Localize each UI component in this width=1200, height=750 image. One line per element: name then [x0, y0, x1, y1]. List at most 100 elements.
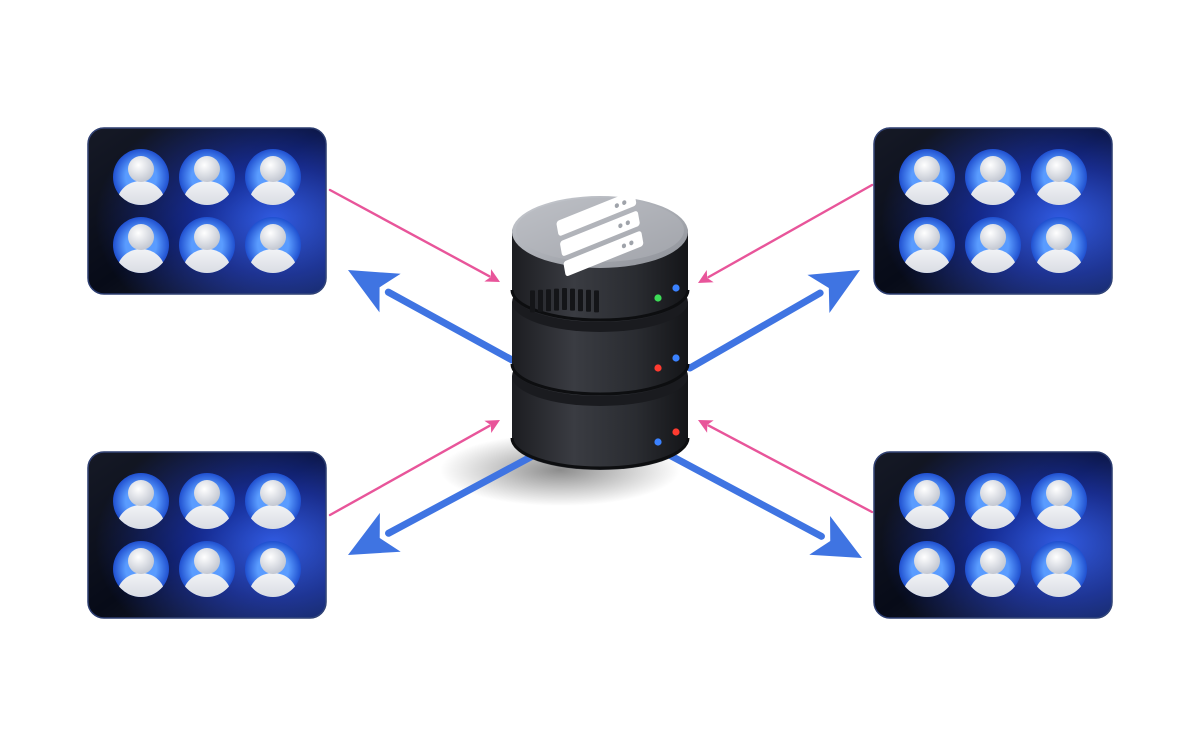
user-head — [1046, 480, 1072, 506]
response-arrow-bottom-left-shaft — [385, 448, 544, 537]
request-arrow-top-right-shaft — [707, 183, 874, 279]
user-figure — [183, 548, 231, 597]
user-head — [194, 156, 220, 182]
response-arrow-top-left — [348, 270, 516, 364]
user-head — [128, 480, 154, 506]
user-head — [980, 548, 1006, 574]
user-body — [249, 181, 297, 205]
response-arrow-top-left-head — [348, 270, 401, 313]
rack-dot — [618, 223, 623, 229]
rack-dot — [625, 220, 630, 226]
user-figure — [117, 224, 165, 273]
user-head — [194, 224, 220, 250]
user-figure — [903, 548, 951, 597]
request-arrow-top-left — [328, 188, 500, 282]
user-icon — [899, 541, 955, 597]
user-icon — [179, 541, 235, 597]
server-rack-icon — [556, 190, 644, 276]
vent-slot — [594, 290, 599, 313]
server-tier-seam — [510, 437, 690, 470]
request-arrow-bottom-right-shaft — [707, 424, 874, 514]
user-figure — [117, 548, 165, 597]
user-icon — [1031, 217, 1087, 273]
user-figure — [903, 224, 951, 273]
status-led-blue — [672, 284, 680, 292]
user-icon — [899, 149, 955, 205]
response-arrow-top-left-shaft — [384, 288, 516, 364]
user-body — [249, 505, 297, 529]
response-arrow-bottom-right-head — [809, 515, 862, 558]
user-figure — [903, 480, 951, 529]
user-icon — [179, 217, 235, 273]
user-figure — [117, 156, 165, 205]
vent-slot — [530, 290, 535, 313]
user-head — [260, 548, 286, 574]
vent-slots — [530, 288, 599, 313]
request-arrow-top-right — [698, 183, 874, 283]
request-arrow-top-right-head — [698, 270, 714, 283]
user-head — [914, 480, 940, 506]
user-icon — [1031, 149, 1087, 205]
user-head — [194, 480, 220, 506]
user-icon — [245, 217, 301, 273]
vent-slot — [538, 289, 543, 312]
request-arrow-bottom-right-head — [698, 420, 714, 433]
user-body — [969, 573, 1017, 597]
user-body — [903, 249, 951, 273]
user-figure — [969, 480, 1017, 529]
user-head — [914, 224, 940, 250]
server-tier-seam — [510, 363, 690, 396]
user-icon — [245, 473, 301, 529]
user-figure — [117, 480, 165, 529]
user-body — [183, 573, 231, 597]
status-led-red — [654, 364, 662, 372]
user-figure — [249, 156, 297, 205]
status-led-green — [654, 294, 662, 302]
user-body — [117, 505, 165, 529]
user-body — [249, 573, 297, 597]
user-group-top-left — [87, 127, 327, 295]
user-body — [183, 505, 231, 529]
user-figure — [1035, 156, 1083, 205]
status-led-blue — [654, 438, 662, 446]
user-icon — [965, 217, 1021, 273]
response-arrow-bottom-right — [656, 446, 862, 558]
user-icon — [965, 541, 1021, 597]
user-group-top-right — [873, 127, 1113, 295]
user-icon — [179, 149, 235, 205]
user-figure — [1035, 224, 1083, 273]
rack-dot — [622, 200, 627, 205]
request-arrow-bottom-left — [328, 420, 500, 517]
response-arrow-top-right — [686, 270, 860, 372]
rack-unit — [560, 211, 640, 256]
user-body — [183, 249, 231, 273]
request-arrow-bottom-left-head — [484, 420, 500, 433]
user-head — [128, 224, 154, 250]
vent-slot — [586, 289, 591, 312]
user-icon — [245, 149, 301, 205]
user-group-bottom-left — [87, 451, 327, 619]
user-icon — [1031, 473, 1087, 529]
vent-slot — [554, 288, 559, 311]
user-figure — [969, 156, 1017, 205]
user-icon — [1031, 541, 1087, 597]
response-arrow-top-right-head — [807, 270, 860, 314]
user-head — [260, 480, 286, 506]
user-figure — [183, 480, 231, 529]
vent-slot — [562, 288, 567, 310]
user-figure — [249, 480, 297, 529]
user-body — [1035, 573, 1083, 597]
rack-dot — [621, 243, 627, 249]
user-figure — [249, 224, 297, 273]
status-led-blue — [672, 354, 680, 362]
server-tier-seam — [510, 289, 690, 322]
status-led-red — [672, 428, 680, 436]
response-arrow-bottom-left — [348, 448, 544, 555]
user-body — [969, 181, 1017, 205]
user-head — [914, 548, 940, 574]
user-group-bottom-right — [873, 451, 1113, 619]
user-head — [1046, 224, 1072, 250]
user-body — [1035, 505, 1083, 529]
